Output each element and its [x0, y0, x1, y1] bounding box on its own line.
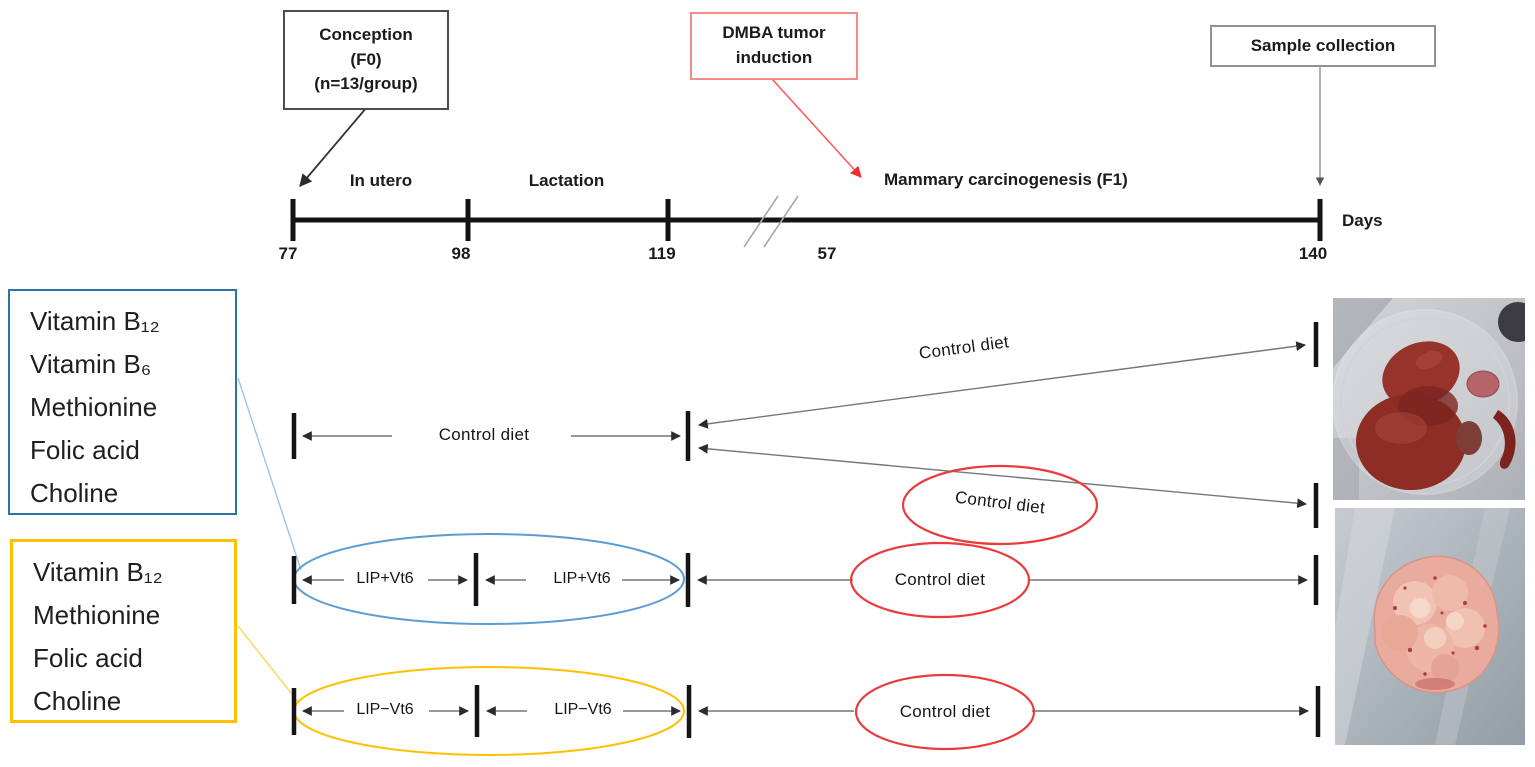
sample-collection-callout: Sample collection — [1210, 25, 1436, 67]
conception-arrow — [299, 106, 368, 187]
diet-item: Vitamin B₁₂ — [33, 557, 163, 587]
tick-label-98: 98 — [451, 244, 471, 263]
small-organ — [1466, 370, 1500, 398]
dmba-line2: induction — [735, 48, 813, 67]
phase-lactation: Lactation — [528, 171, 605, 190]
tumor-speckles — [1393, 576, 1487, 676]
tumor-mass — [1373, 555, 1500, 694]
kidney — [1456, 421, 1482, 455]
diet-item: Folic acid — [33, 643, 143, 673]
tick-label-140: 140 — [1298, 244, 1328, 263]
timeline-axis — [290, 195, 1323, 248]
post-weaning-circle-control — [901, 464, 1099, 546]
phase-carcinogenesis: Mammary carcinogenesis (F1) — [884, 170, 1128, 189]
organs-photo — [1333, 298, 1525, 500]
knob — [1498, 302, 1525, 342]
lip-minus-lactation-label: LIP−Vt6 — [554, 701, 612, 718]
control-track — [291, 322, 1319, 546]
diet-item: Choline — [30, 478, 119, 508]
sample-collection-label: Sample collection — [1250, 35, 1396, 55]
diet-item: Methionine — [33, 600, 161, 630]
axis-break-slash — [763, 195, 799, 248]
diet-item: Choline — [33, 686, 122, 716]
tick-label-77: 77 — [278, 244, 298, 263]
diet-item: Methionine — [30, 392, 158, 422]
post-weaning-circle-lip-minus — [854, 673, 1036, 751]
diet-item: Folic acid — [30, 435, 140, 465]
tick-label-57: 57 — [817, 244, 837, 263]
lip-minus-in-utero-label: LIP−Vt6 — [356, 701, 414, 718]
lip-plus-in-utero-label: LIP+Vt6 — [356, 570, 414, 587]
axis-break-slash — [743, 195, 779, 248]
conception-callout: Conception (F0) (n=13/group) — [283, 10, 449, 110]
metal-streak — [1335, 508, 1395, 745]
lip-plus-lactation-label: LIP+Vt6 — [553, 570, 611, 587]
phase-in-utero: In utero — [349, 171, 413, 190]
dmba-line1: DMBA tumor — [722, 23, 826, 43]
photo-shadow — [1333, 298, 1393, 368]
tumor-photo — [1335, 508, 1525, 745]
conception-line1: Conception — [319, 25, 413, 45]
reduced-diet-legend: Vitamin B₁₂ Methionine Folic acid Cholin… — [10, 539, 237, 723]
tick-label-119: 119 — [648, 244, 676, 263]
reduced-diet-connector — [237, 625, 300, 704]
dmba-callout: DMBA tumor induction — [690, 12, 858, 80]
full-diet-connector — [237, 377, 302, 571]
control-maternal-label: Control diet — [438, 425, 530, 444]
liver — [1356, 341, 1466, 490]
diet-item: Vitamin B₆ — [30, 349, 152, 379]
lip-plus-vt6-track — [291, 533, 1319, 625]
lip-minus-offspring-label: Control diet — [899, 702, 991, 721]
lip-minus-vt6-track — [291, 666, 1321, 756]
axis-label-days: Days — [1342, 211, 1383, 230]
lip-plus-offspring-label: Control diet — [894, 570, 986, 589]
post-weaning-circle-lip-plus — [849, 541, 1031, 619]
conception-line2: (F0) — [350, 49, 382, 69]
diet-item: Vitamin B₁₂ — [30, 306, 160, 336]
dmba-arrow — [771, 78, 862, 178]
full-diet-legend: Vitamin B₁₂ Vitamin B₆ Methionine Folic … — [8, 289, 237, 515]
conception-line3: (n=13/group) — [314, 74, 418, 94]
spleen — [1493, 410, 1516, 469]
